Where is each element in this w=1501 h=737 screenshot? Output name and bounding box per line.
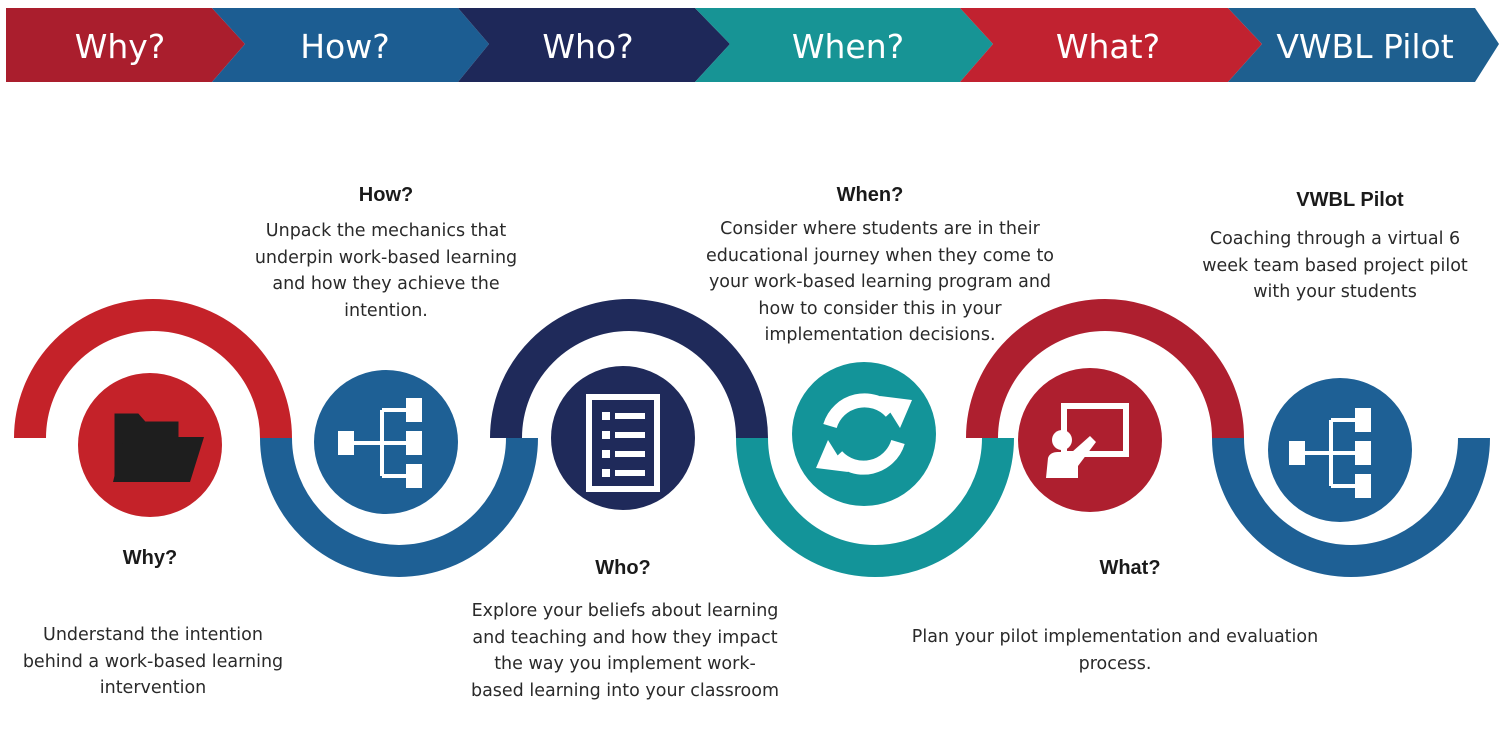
stage-description-what: Plan your pilot implementation and evalu…: [911, 627, 1319, 674]
checklist-icon: [586, 394, 660, 492]
nav-step-vwbl-pilot[interactable]: [1228, 8, 1499, 82]
stage-title-when: When?: [836, 184, 904, 206]
nav-label-who: Who?: [542, 27, 634, 66]
nav-step-what[interactable]: [960, 8, 1262, 82]
wave-arc-vwbl-pilot: [1212, 437, 1490, 577]
nav-step-how[interactable]: [212, 8, 489, 82]
nav-label-vwbl-pilot: VWBL Pilot: [1276, 27, 1454, 66]
stage-circle-when: [792, 362, 936, 506]
stage-title-why: Why?: [122, 547, 178, 569]
stage-description-when: Consider where students are in their edu…: [705, 219, 1055, 345]
hierarchy-icon: [1289, 408, 1371, 498]
stage-title-who: Who?: [595, 557, 651, 579]
stage-circle-vwbl-pilot: [1268, 378, 1412, 522]
stage-description-how: Unpack the mechanics that underpin work-…: [254, 221, 518, 321]
wave-arc-how: [260, 437, 538, 577]
nav-label-when: When?: [791, 27, 905, 66]
stage-title-how: How?: [358, 184, 414, 206]
nav-label-what: What?: [1055, 27, 1161, 66]
wave-arc-why: [14, 299, 292, 439]
wave-arc-when: [736, 437, 1014, 577]
stage-description-who: Explore your beliefs about learning and …: [470, 601, 780, 701]
nav-step-why[interactable]: [6, 8, 245, 82]
nav-label-how: How?: [300, 27, 390, 66]
nav-step-when[interactable]: [695, 8, 993, 82]
wave-arc-what: [966, 299, 1244, 439]
refresh-icon: [816, 393, 912, 475]
stage-title-what: What?: [1099, 557, 1161, 579]
stage-description-vwbl-pilot: Coaching through a virtual 6 week team b…: [1202, 229, 1468, 302]
wave-arc-who: [490, 299, 768, 439]
presentation-icon: [1046, 403, 1129, 478]
step-navigation-bar: [6, 8, 1499, 82]
folder-icon: [111, 410, 204, 482]
stage-title-vwbl-pilot: VWBL Pilot: [1296, 189, 1404, 211]
nav-step-who[interactable]: [458, 8, 730, 82]
stage-description-why: Understand the intention behind a work-b…: [22, 625, 284, 698]
hierarchy-icon: [338, 398, 422, 488]
nav-label-why: Why?: [74, 27, 166, 66]
